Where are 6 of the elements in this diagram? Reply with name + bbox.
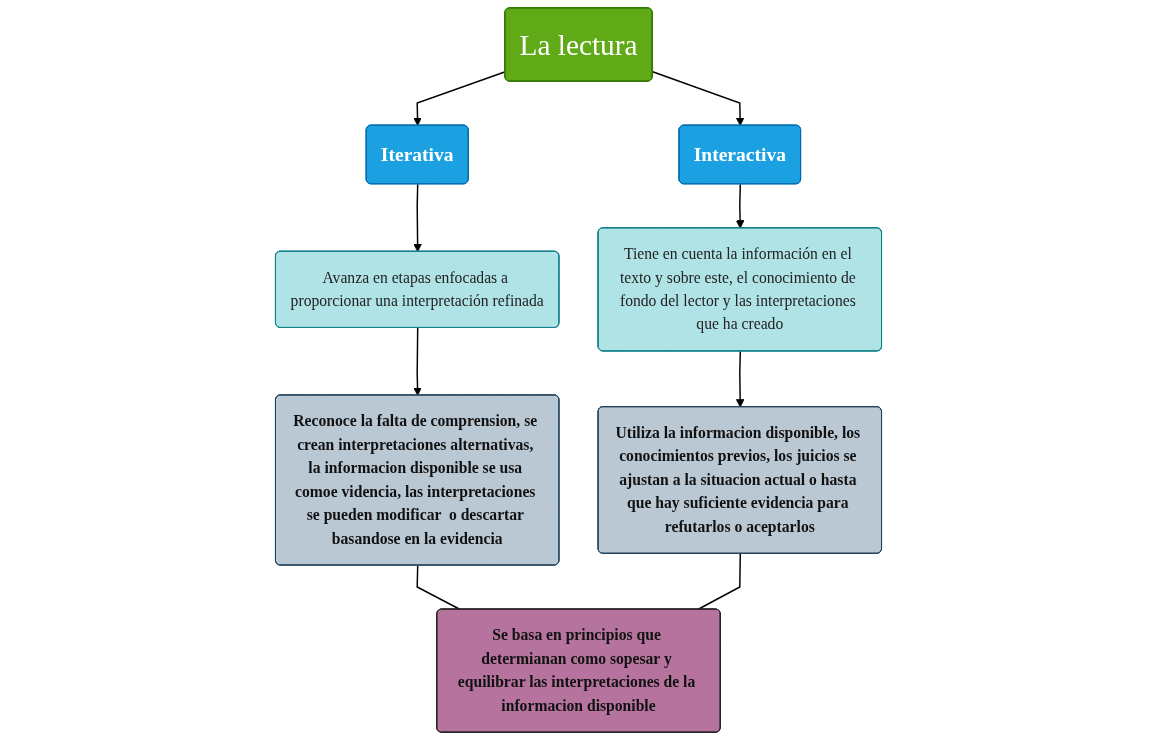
arrow bbox=[735, 350, 745, 408]
arrow bbox=[413, 183, 422, 253]
arrow bbox=[413, 327, 422, 396]
connector bbox=[416, 564, 461, 611]
arrow bbox=[651, 71, 745, 126]
arrow bbox=[735, 183, 745, 229]
